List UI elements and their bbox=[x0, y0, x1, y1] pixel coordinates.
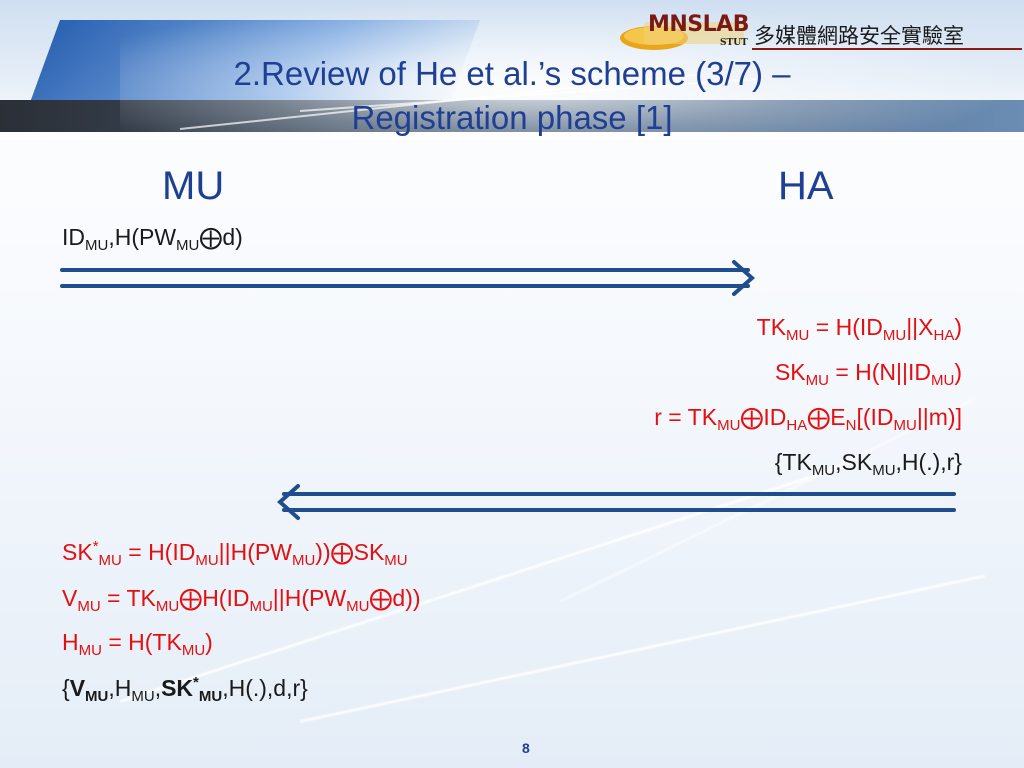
eq-text: ||H(PW bbox=[218, 539, 292, 565]
eq-subscript-bold: MU bbox=[85, 688, 109, 705]
eq-subscript: MU bbox=[78, 642, 102, 659]
eq-text: ,H bbox=[108, 675, 132, 701]
slide-title-line-2: Registration phase [1] bbox=[351, 99, 673, 136]
eq-text: ) bbox=[954, 359, 962, 385]
arrow-mu-to-ha bbox=[60, 260, 756, 296]
msg-subscript: MU bbox=[85, 237, 109, 254]
header-banner bbox=[0, 0, 1024, 140]
ha-compute-sk: SKMU = H(N||IDMU) bbox=[775, 359, 962, 389]
mu-compute-v: VMU = TKMU⨁H(IDMU||H(PWMU⨁d)) bbox=[62, 585, 421, 615]
eq-text: = H(ID bbox=[121, 539, 196, 565]
eq-subscript: MU bbox=[882, 327, 907, 344]
party-ha-label: HA bbox=[778, 164, 834, 208]
banner-glow bbox=[120, 0, 1020, 140]
mu-stored-values: {VMU,HMU,SK*MU,H(.),d,r} bbox=[62, 674, 308, 705]
eq-subscript: MU bbox=[155, 598, 180, 615]
slide-title-line-1: 2.Review of He et al.’s scheme (3/7) – bbox=[233, 55, 791, 92]
arrow-ha-to-mu bbox=[276, 484, 956, 520]
msg-text: ,H(.),r} bbox=[895, 449, 962, 475]
eq-superscript-bold: * bbox=[193, 674, 199, 691]
eq-text: ⨁H(ID bbox=[179, 585, 250, 611]
eq-subscript: MU bbox=[717, 417, 741, 434]
msg-text: {TK bbox=[774, 449, 812, 475]
eq-text-bold: V bbox=[69, 675, 86, 701]
logo-chinese-name: 多媒體網路安全實驗室 bbox=[754, 24, 964, 48]
eq-text: ⨁d)) bbox=[369, 585, 421, 611]
eq-superscript: * bbox=[92, 538, 99, 555]
eq-text: ) bbox=[954, 314, 962, 340]
eq-subscript: MU bbox=[384, 552, 408, 569]
ha-compute-tk: TKMU = H(IDMU||XHA) bbox=[757, 314, 962, 344]
eq-subscript: MU bbox=[131, 688, 155, 705]
msg-subscript: MU bbox=[872, 462, 896, 479]
eq-subscript: MU bbox=[805, 372, 829, 389]
party-mu-label: MU bbox=[162, 164, 225, 208]
eq-subscript-bold: MU bbox=[198, 688, 223, 705]
eq-subscript: N bbox=[845, 417, 857, 434]
msg-subscript: MU bbox=[176, 237, 200, 254]
msg-text: ,H(PW bbox=[108, 224, 177, 250]
eq-text: ||m)] bbox=[916, 404, 962, 430]
eq-text: ) bbox=[205, 629, 213, 655]
ha-compute-r: r = TKMU⨁IDHA⨁EN[(IDMU||m)] bbox=[654, 404, 962, 434]
eq-text: SK bbox=[62, 539, 93, 565]
mu-compute-h: HMU = H(TKMU) bbox=[62, 629, 213, 659]
logo-text: MNSLAB bbox=[648, 12, 749, 37]
eq-subscript: MU bbox=[291, 552, 316, 569]
eq-subscript: MU bbox=[346, 598, 370, 615]
logo-underline bbox=[752, 48, 1022, 50]
eq-subscript: MU bbox=[195, 552, 219, 569]
lab-logo: MNSLAB STUT 多媒體網路安全實驗室 bbox=[620, 10, 1024, 54]
eq-text: = H(N||ID bbox=[828, 359, 931, 385]
msg-text: ⨁d) bbox=[199, 224, 243, 250]
eq-text: = TK bbox=[100, 585, 156, 611]
eq-subscript: MU bbox=[181, 642, 206, 659]
eq-subscript: HA bbox=[786, 417, 808, 434]
logo-badge-icon bbox=[620, 22, 744, 50]
page-number: 8 bbox=[522, 740, 530, 756]
eq-text: = H(ID bbox=[809, 314, 883, 340]
ha-to-mu-message: {TKMU,SKMU,H(.),r} bbox=[775, 449, 962, 479]
eq-text: ||X bbox=[906, 314, 934, 340]
mu-to-ha-message: IDMU,H(PWMU⨁d) bbox=[62, 224, 243, 254]
eq-text: H bbox=[62, 629, 79, 655]
eq-subscript: HA bbox=[933, 327, 955, 344]
eq-subscript: MU bbox=[931, 372, 955, 389]
eq-text-bold: SK bbox=[161, 675, 194, 701]
eq-text: V bbox=[62, 585, 78, 611]
eq-text: , bbox=[154, 675, 162, 701]
eq-text: r = TK bbox=[654, 404, 718, 430]
logo-subtext: STUT bbox=[720, 38, 748, 48]
eq-subscript: MU bbox=[893, 417, 917, 434]
eq-text: ⨁E bbox=[807, 404, 846, 430]
msg-text: ,SK bbox=[835, 449, 873, 475]
eq-text: ⨁ID bbox=[740, 404, 787, 430]
eq-text: ,H(.),d,r} bbox=[222, 675, 308, 701]
eq-text: { bbox=[62, 675, 70, 701]
eq-subscript: MU bbox=[786, 327, 810, 344]
msg-text: ID bbox=[62, 224, 85, 250]
slide-title: 2.Review of He et al.’s scheme (3/7) – R… bbox=[100, 52, 924, 140]
eq-subscript: MU bbox=[249, 598, 273, 615]
eq-subscript: MU bbox=[77, 598, 101, 615]
eq-text: TK bbox=[756, 314, 787, 340]
mu-compute-sk-star: SK*MU = H(IDMU||H(PWMU))⨁SKMU bbox=[62, 538, 408, 569]
eq-text: ))⨁SK bbox=[315, 539, 385, 565]
eq-subscript: MU bbox=[98, 552, 122, 569]
eq-text: SK bbox=[774, 359, 806, 385]
msg-subscript: MU bbox=[811, 462, 836, 479]
eq-text: [(ID bbox=[856, 404, 894, 430]
eq-text: ||H(PW bbox=[272, 585, 347, 611]
eq-text: = H(TK bbox=[101, 629, 182, 655]
